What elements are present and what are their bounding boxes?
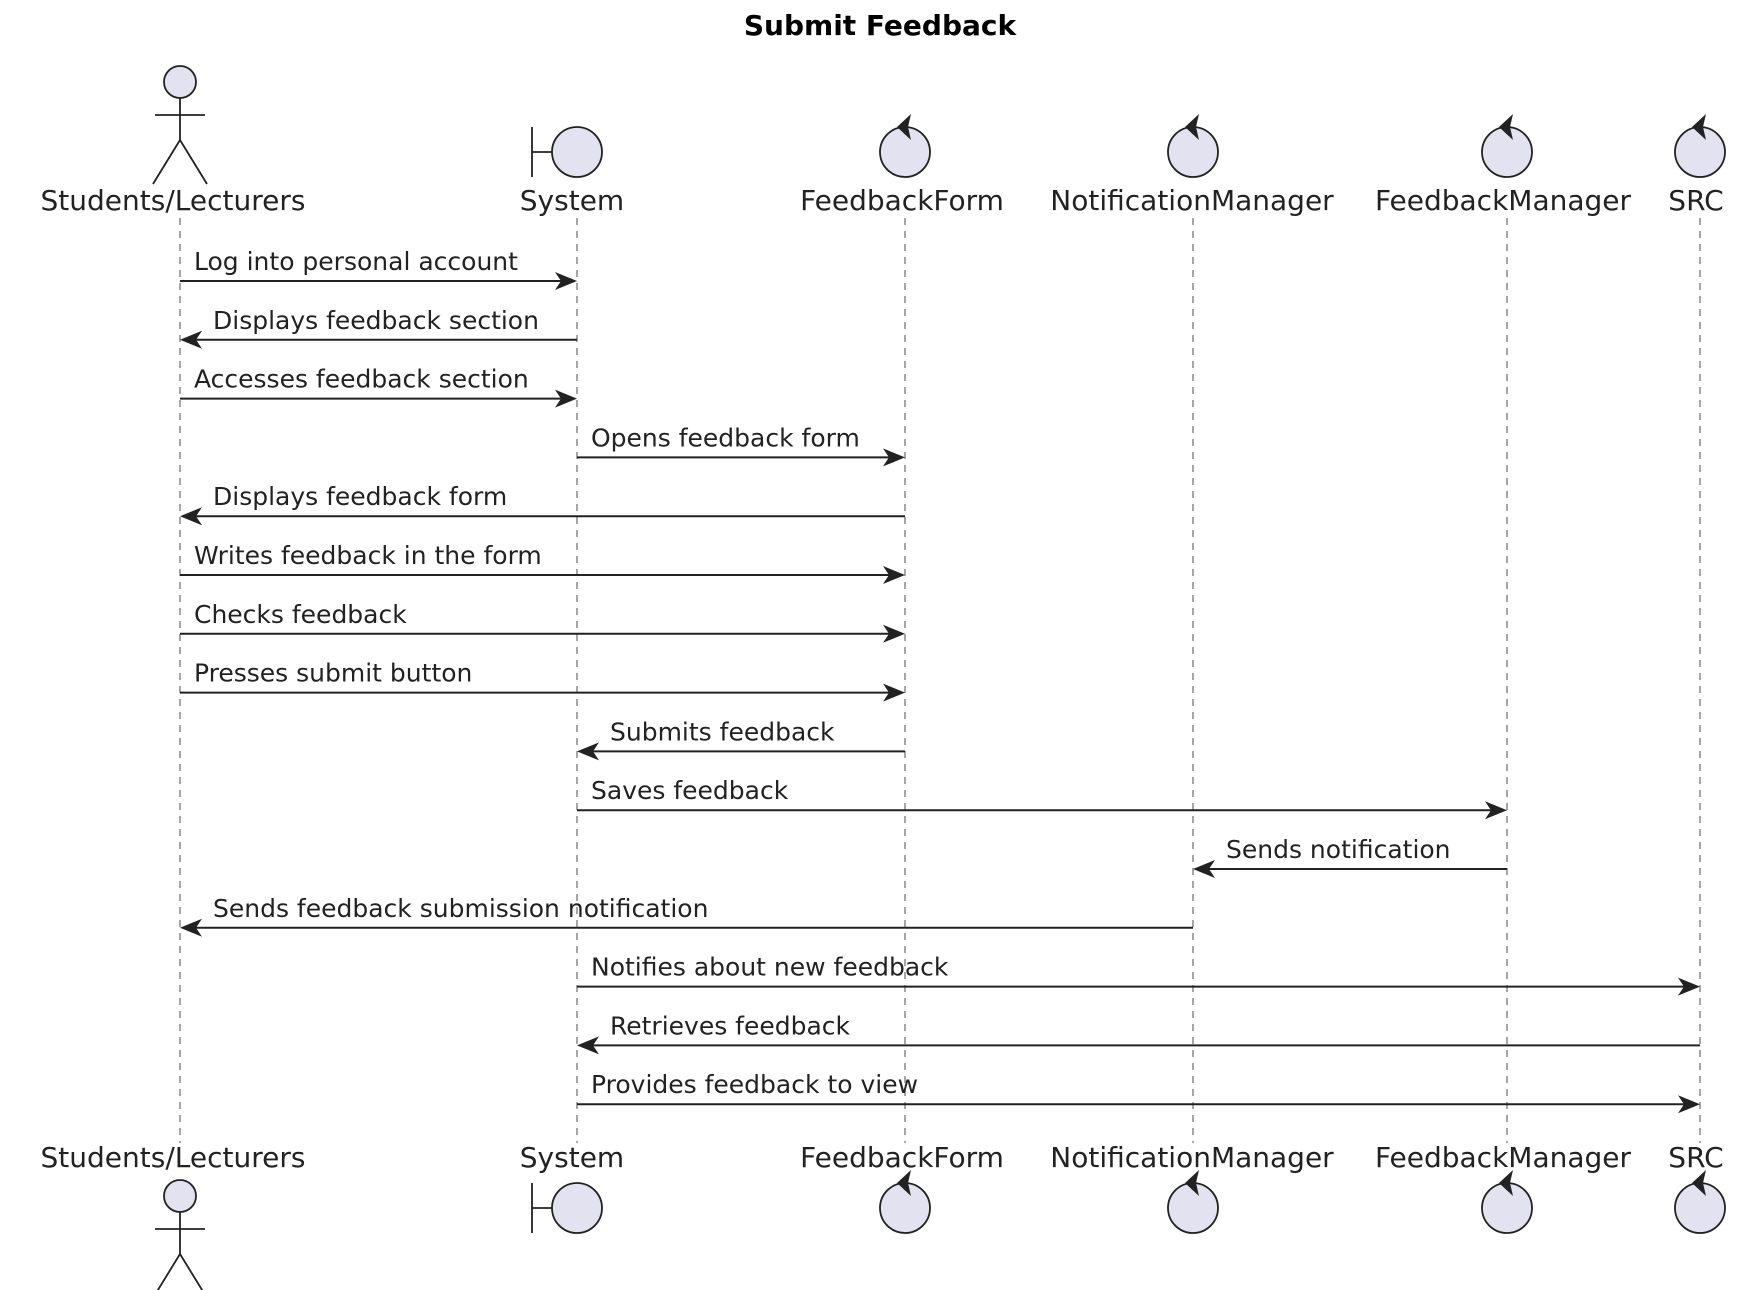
message-8: Presses submit button bbox=[180, 659, 905, 702]
diagram-title: Submit Feedback bbox=[744, 9, 1018, 42]
message-14: Retrieves feedback bbox=[577, 1011, 1700, 1055]
message-label: Notifies about new feedback bbox=[591, 953, 949, 982]
message-label: Checks feedback bbox=[194, 600, 407, 629]
lifelines bbox=[179, 218, 1701, 1143]
system-top-boundary-circle bbox=[551, 126, 603, 178]
participant-label-bottom: System bbox=[520, 1141, 624, 1174]
message-9: Submits feedback bbox=[577, 717, 905, 761]
participants: Students/LecturersStudents/LecturersSyst… bbox=[41, 65, 1726, 1290]
participant-label-top: SRC bbox=[1668, 184, 1723, 217]
message-arrowhead-icon bbox=[883, 624, 905, 643]
message-12: Sends feedback submission notification bbox=[180, 894, 1193, 937]
src-top-control-circle bbox=[1674, 126, 1726, 178]
feedbackmanager-top-control-arrow-icon bbox=[1499, 114, 1513, 140]
notificationmanager-top-control-arrow-icon bbox=[1185, 114, 1199, 140]
message-6: Writes feedback in the form bbox=[180, 541, 905, 584]
src-top-control-arrow-icon bbox=[1692, 114, 1706, 140]
message-1: Log into personal account bbox=[180, 247, 577, 290]
message-label: Sends feedback submission notification bbox=[213, 894, 708, 923]
message-5: Displays feedback form bbox=[180, 482, 905, 526]
message-label: Submits feedback bbox=[610, 717, 835, 746]
message-3: Accesses feedback section bbox=[180, 365, 577, 408]
message-label: Retrieves feedback bbox=[610, 1011, 851, 1040]
message-2: Displays feedback section bbox=[180, 306, 577, 349]
message-label: Saves feedback bbox=[591, 776, 789, 805]
participant-label-bottom: FeedbackManager bbox=[1375, 1141, 1632, 1174]
students-top-actor-head bbox=[163, 65, 197, 99]
message-7: Checks feedback bbox=[180, 600, 905, 643]
system-bottom-boundary-circle bbox=[551, 1182, 603, 1234]
src-bottom-control-arrow-icon bbox=[1692, 1170, 1706, 1196]
message-label: Displays feedback section bbox=[213, 306, 539, 335]
src-bottom-control-circle bbox=[1674, 1182, 1726, 1234]
message-arrowhead-icon bbox=[1485, 801, 1507, 820]
participant-label-bottom: SRC bbox=[1668, 1141, 1723, 1174]
participant-label-top: NotificationManager bbox=[1050, 184, 1334, 217]
participant-label-bottom: Students/Lecturers bbox=[41, 1141, 306, 1174]
feedbackform-top-control-circle bbox=[879, 126, 931, 178]
feedbackform-bottom-control-arrow-icon bbox=[897, 1170, 911, 1196]
message-arrowhead-icon bbox=[180, 918, 202, 937]
students-top-actor-legs bbox=[152, 138, 208, 185]
message-label: Writes feedback in the form bbox=[194, 541, 542, 570]
message-arrowhead-icon bbox=[180, 330, 202, 349]
participant-label-top: System bbox=[520, 184, 624, 217]
feedbackform-top-control-arrow-icon bbox=[897, 114, 911, 140]
message-arrowhead-icon bbox=[1678, 977, 1700, 996]
message-arrowhead-icon bbox=[1193, 860, 1215, 878]
message-label: Log into personal account bbox=[194, 247, 518, 276]
participant-label-top: FeedbackForm bbox=[800, 184, 1004, 217]
message-label: Presses submit button bbox=[194, 659, 472, 688]
feedbackform-bottom-control-circle bbox=[879, 1182, 931, 1234]
message-label: Accesses feedback section bbox=[194, 365, 529, 394]
message-13: Notifies about new feedback bbox=[577, 953, 1700, 996]
notificationmanager-top-control-circle bbox=[1167, 126, 1219, 178]
message-11: Sends notification bbox=[1193, 835, 1507, 878]
message-15: Provides feedback to view bbox=[577, 1070, 1700, 1114]
participant-src: SRC SRC bbox=[1668, 114, 1726, 1234]
message-arrowhead-icon bbox=[555, 272, 577, 290]
message-arrowhead-icon bbox=[883, 566, 905, 584]
message-4: Opens feedback form bbox=[577, 423, 905, 467]
message-arrowhead-icon bbox=[180, 507, 202, 526]
message-arrowhead-icon bbox=[883, 683, 905, 702]
message-arrowhead-icon bbox=[883, 448, 905, 467]
message-10: Saves feedback bbox=[577, 776, 1507, 820]
feedbackmanager-top-control-circle bbox=[1481, 126, 1533, 178]
message-arrowhead-icon bbox=[577, 742, 599, 761]
participant-label-bottom: NotificationManager bbox=[1050, 1141, 1334, 1174]
message-label: Sends notification bbox=[1226, 835, 1451, 864]
participant-label-bottom: FeedbackForm bbox=[800, 1141, 1004, 1174]
message-label: Provides feedback to view bbox=[591, 1070, 918, 1099]
participant-label-top: FeedbackManager bbox=[1375, 184, 1632, 217]
notificationmanager-bottom-control-arrow-icon bbox=[1185, 1170, 1199, 1196]
message-label: Displays feedback form bbox=[213, 482, 507, 511]
message-label: Opens feedback form bbox=[591, 423, 860, 452]
feedbackmanager-bottom-control-circle bbox=[1481, 1182, 1533, 1234]
students-bottom-actor-head bbox=[163, 1179, 197, 1213]
message-arrowhead-icon bbox=[555, 389, 577, 408]
message-arrowhead-icon bbox=[1678, 1095, 1700, 1114]
message-arrowhead-icon bbox=[577, 1036, 599, 1055]
feedbackmanager-bottom-control-arrow-icon bbox=[1499, 1170, 1513, 1196]
participant-label-top: Students/Lecturers bbox=[41, 184, 306, 217]
students-bottom-actor-legs bbox=[156, 1252, 204, 1290]
notificationmanager-bottom-control-circle bbox=[1167, 1182, 1219, 1234]
